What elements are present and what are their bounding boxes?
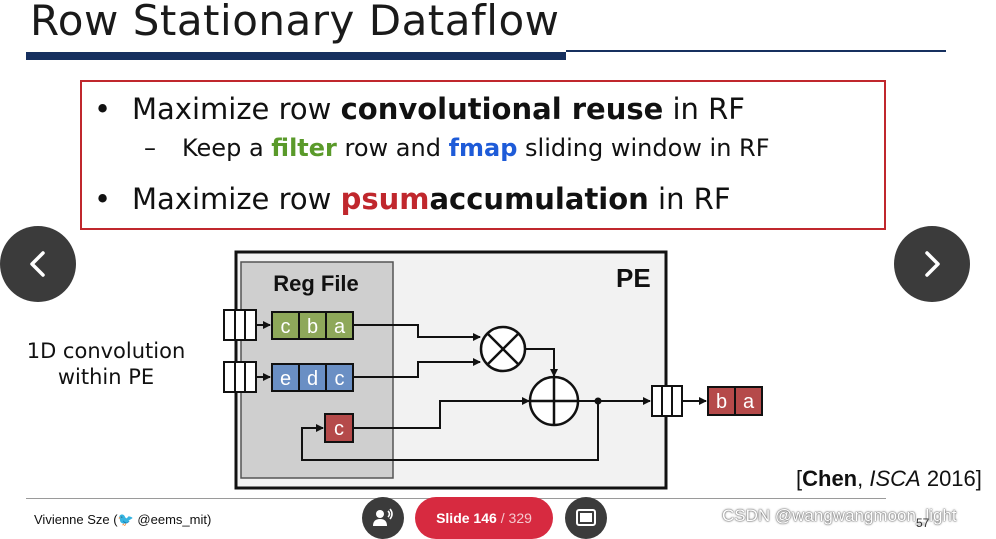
dash-glyph: –: [144, 134, 156, 162]
sub-bullet-pre: Keep a: [182, 134, 272, 162]
slide-counter-button[interactable]: Slide 146 / 329: [415, 497, 553, 539]
multiplier-icon: [479, 325, 527, 373]
twitter-bird-icon: 🐦: [117, 512, 134, 527]
fmap-window-cells: e d c: [271, 363, 354, 392]
footer-author: Vivienne Sze (🐦 @eems_mit): [34, 512, 211, 528]
footer-author-handle: @eems_mit): [137, 512, 212, 527]
page-number: 57: [916, 516, 930, 530]
bullet-1: • Maximize row convolutional reuse in RF: [94, 92, 745, 126]
output-cell: b: [716, 391, 727, 413]
filter-cell: a: [334, 316, 346, 338]
side-label-line-1: 1D convolution: [26, 339, 186, 363]
bullet-2-psum: psum: [340, 182, 430, 216]
filter-cell: c: [281, 316, 291, 338]
fmap-cell: e: [280, 368, 291, 390]
output-cell: a: [743, 391, 755, 413]
bullet-glyph: •: [94, 92, 112, 126]
sub-bullet: –Keep a filter row and fmap sliding wind…: [144, 134, 770, 162]
slide-counter-current: Slide 146: [436, 510, 497, 526]
person-speaking-icon: [373, 508, 393, 526]
sub-bullet-mid: row and: [336, 134, 449, 162]
fmap-fifo: [223, 361, 257, 393]
citation-venue: ISCA: [869, 466, 921, 491]
adder-icon: [528, 375, 580, 427]
watermark: CSDN @wangwangmoon_light: [722, 506, 957, 525]
filter-fifo: [223, 309, 257, 341]
screen-icon: [576, 509, 596, 526]
fullscreen-button[interactable]: [565, 497, 607, 539]
title-underline-thin: [566, 50, 946, 52]
citation-author: Chen: [802, 466, 858, 491]
pe-label: PE: [616, 263, 651, 293]
slide-counter-total: / 329: [500, 510, 532, 526]
sub-bullet-post: sliding window in RF: [517, 134, 770, 162]
psum-cell: c: [324, 413, 354, 443]
filter-cell: b: [307, 316, 318, 338]
citation-year: 2016: [920, 466, 976, 491]
fmap-cell: d: [307, 368, 318, 390]
chevron-right-icon: [925, 251, 940, 277]
sub-bullet-filter: filter: [271, 134, 337, 162]
reg-file-label: Reg File: [273, 271, 359, 296]
pe-diagram: PE Reg File c b a e d c c: [223, 250, 763, 490]
fmap-cell: c: [335, 368, 345, 390]
bullet-2-post: in RF: [648, 182, 731, 216]
citation: [Chen, ISCA 2016]: [796, 466, 982, 491]
filter-row-cells: c b a: [271, 311, 354, 340]
bullet-1-bold: convolutional reuse: [340, 92, 664, 126]
bullet-2: • Maximize row psumaccumulation in RF: [94, 182, 731, 216]
prev-slide-button[interactable]: [0, 226, 76, 302]
psum-cell-text: c: [334, 418, 344, 440]
side-label-line-2: within PE: [57, 365, 155, 389]
bullet-2-bold: accumulation: [429, 182, 649, 216]
diagram-side-label: 1D convolution within PE: [16, 338, 196, 390]
bullet-box: •Maximize row convolutional reuse in RF …: [80, 80, 886, 230]
citation-sep: ,: [857, 466, 870, 491]
slide-title: Row Stationary Dataflow: [30, 0, 560, 45]
output-fifo: [651, 385, 683, 417]
speaker-notes-button[interactable]: [362, 497, 404, 539]
chevron-left-icon: [30, 251, 45, 277]
bullet-1-post: in RF: [663, 92, 745, 126]
footer-author-name: Vivienne Sze (: [34, 512, 118, 527]
title-underline-thick: [26, 52, 566, 60]
sub-bullet-fmap: fmap: [448, 134, 518, 162]
bullet-glyph: •: [94, 182, 112, 216]
output-cells: b a: [707, 386, 763, 416]
next-slide-button[interactable]: [894, 226, 970, 302]
bullet-2-pre: Maximize row: [132, 182, 341, 216]
bullet-1-pre: Maximize row: [132, 92, 341, 126]
